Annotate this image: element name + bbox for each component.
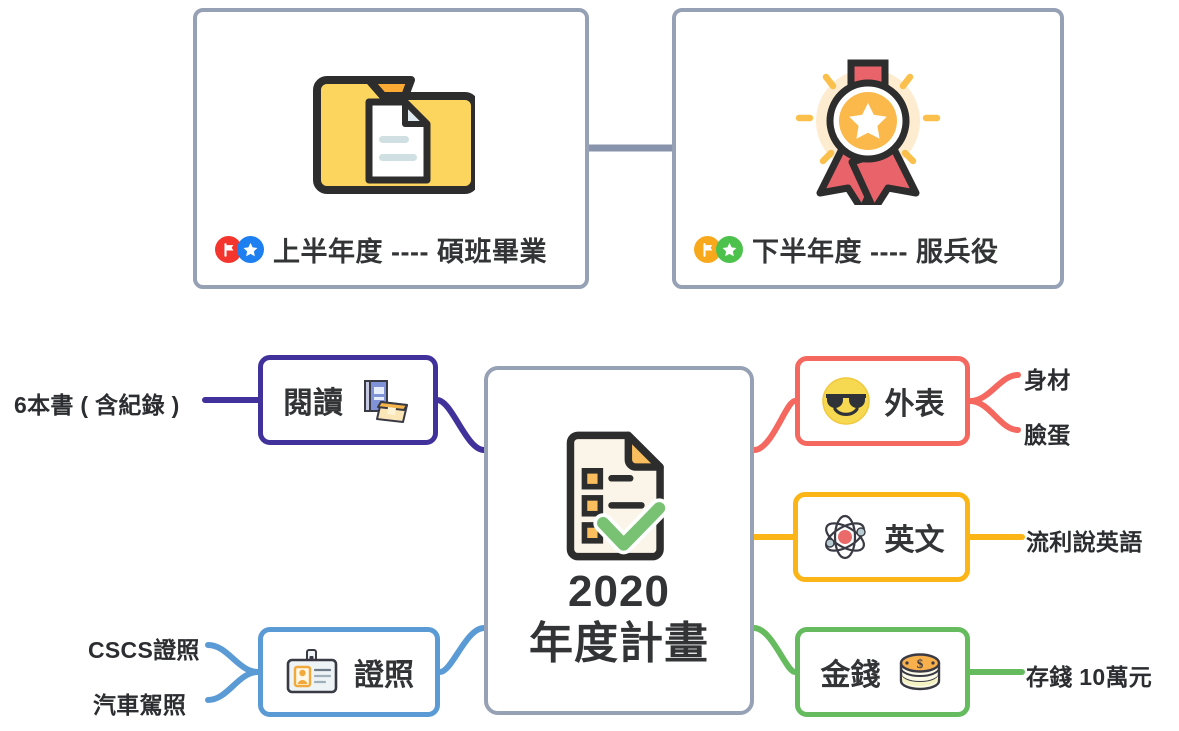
checklist-document-icon [555,426,683,566]
connector-certificate-leaf-1 [205,669,261,703]
node-money[interactable]: 金錢 $ [795,627,970,717]
badge-pair [215,236,264,263]
card-second-half[interactable]: 下半年度 ---- 服兵役 [672,8,1064,289]
node-reading-label: 閱讀 [283,387,343,420]
sunglasses-face-icon [821,376,871,426]
connector-center-appearance [751,398,798,453]
node-english-label: 英文 [884,524,945,557]
node-certificate[interactable]: 證照 [258,627,440,717]
star-badge-icon [716,236,743,263]
connector-center-money [751,625,798,675]
atom-icon [819,512,871,562]
leaf-certificate-0[interactable]: CSCS證照 [88,637,200,663]
center-year: 2020 [568,566,670,616]
node-money-label: 金錢 [820,659,881,692]
card-first-half[interactable]: 上半年度 ---- 碩班畢業 [193,8,589,289]
leaf-reading-0[interactable]: 6本書 ( 含紀錄 ) [14,392,180,418]
node-center[interactable]: 2020 年度計畫 [484,366,754,715]
leaf-english-0[interactable]: 流利說英語 [1026,529,1143,555]
connector-appearance-leaf-0 [967,372,1021,404]
node-certificate-label: 證照 [354,659,414,692]
card-caption: 下半年度 ---- 服兵役 [690,230,1046,269]
card-caption-text: 上半年度 ---- 碩班畢業 [273,237,547,267]
leaf-certificate-1[interactable]: 汽車駕照 [93,692,187,718]
svg-text:$: $ [916,656,923,671]
coins-icon: $ [895,647,945,697]
books-icon [357,375,413,425]
leaf-money-0[interactable]: 存錢 10萬元 [1026,664,1153,690]
id-card-icon [284,647,340,697]
award-medal-icon [690,30,1046,230]
connector-appearance-leaf-1 [967,398,1021,433]
node-reading[interactable]: 閱讀 [258,355,438,445]
connector-center-reading [434,397,487,453]
node-english[interactable]: 英文 [793,492,970,582]
flag-badge-icon [694,236,721,263]
leaf-appearance-1[interactable]: 臉蛋 [1024,422,1071,448]
center-title-block: 2020 年度計畫 [529,566,709,670]
card-caption-text: 下半年度 ---- 服兵役 [752,237,999,267]
connector-certificate-leaf-0 [205,642,261,675]
star-badge-icon [237,236,264,263]
leaf-appearance-0[interactable]: 身材 [1024,367,1071,393]
node-appearance[interactable]: 外表 [795,356,970,446]
center-subtitle: 年度計畫 [529,618,709,668]
node-appearance-label: 外表 [884,388,945,421]
card-caption: 上半年度 ---- 碩班畢業 [211,230,571,269]
badge-pair [694,236,743,263]
folder-document-icon [211,30,571,230]
connector-center-certificate [437,625,487,675]
